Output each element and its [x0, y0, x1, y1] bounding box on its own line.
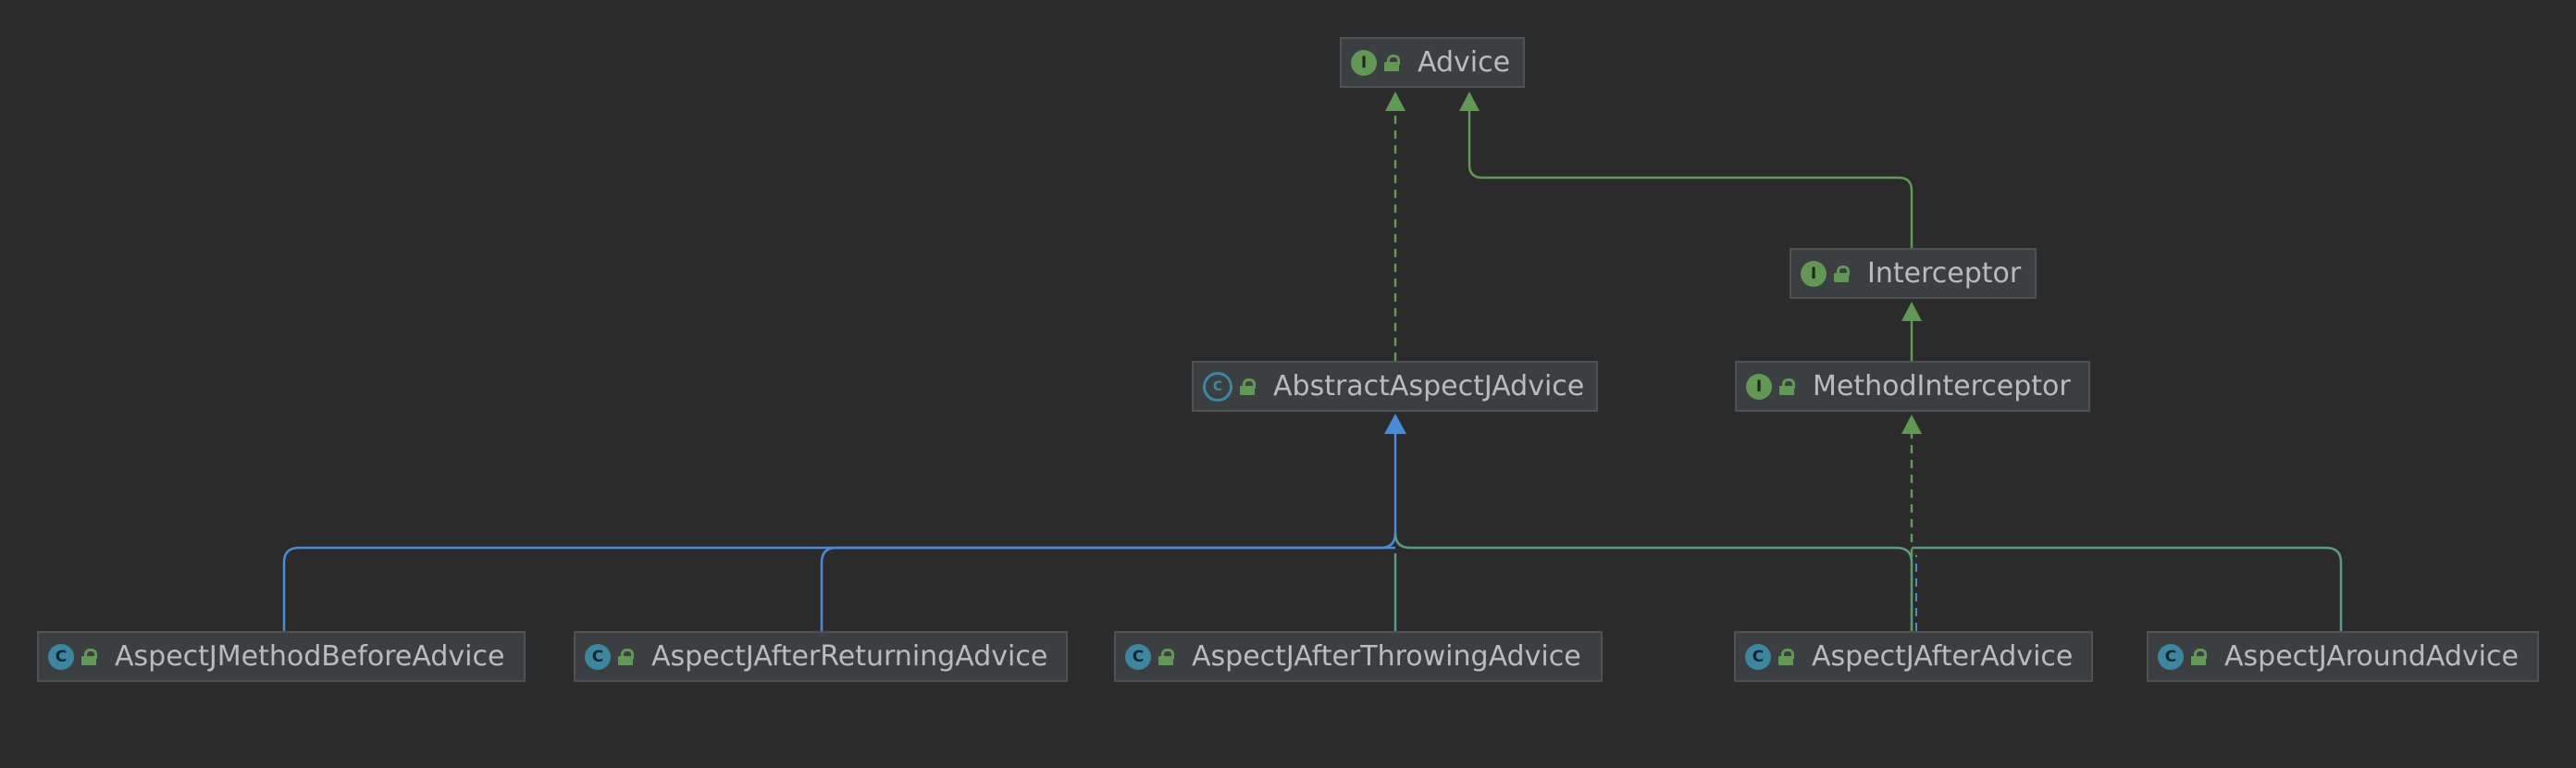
node-advice[interactable]: I Advice — [1340, 37, 1525, 88]
node-label: AspectJAfterReturningAdvice — [651, 640, 1048, 673]
node-interceptor[interactable]: I Interceptor — [1790, 248, 2037, 299]
node-abstract-aspectj-advice[interactable]: C AbstractAspectJAdvice — [1192, 361, 1598, 412]
node-aspectj-after-advice[interactable]: C AspectJAfterAdvice — [1734, 631, 2093, 682]
lock-icon — [1779, 378, 1795, 395]
edge-around-to-abstract — [1912, 546, 2343, 631]
node-label: MethodInterceptor — [1813, 370, 2071, 403]
node-label: Advice — [1418, 46, 1511, 79]
node-label: Interceptor — [1867, 257, 2022, 290]
edge-afterreturning-to-abstract — [820, 546, 1395, 631]
node-label: AspectJAfterAdvice — [1812, 640, 2074, 673]
class-icon: C — [2158, 643, 2184, 670]
lock-icon — [1240, 378, 1256, 395]
node-label: AspectJMethodBeforeAdvice — [115, 640, 505, 673]
arrowhead-abstract — [1384, 414, 1406, 434]
arrowhead-interceptor-to-advice — [1459, 92, 1480, 111]
abstract-class-icon: C — [1203, 371, 1232, 402]
node-label: AbstractAspectJAdvice — [1273, 370, 1585, 403]
edge-before-to-abstract — [282, 421, 1397, 631]
interface-icon: I — [1351, 49, 1377, 76]
lock-icon — [1778, 648, 1794, 665]
arrowhead-methodinterceptor-to-interceptor — [1901, 302, 1922, 321]
edge-interceptor-to-advice — [1468, 98, 1913, 250]
lock-icon — [2191, 648, 2207, 665]
arrowhead-methodinterceptor — [1901, 415, 1922, 434]
class-icon: C — [1745, 643, 1771, 670]
node-label: AspectJAroundAdvice — [2224, 640, 2519, 673]
lock-icon — [1834, 265, 1850, 282]
node-label: AspectJAfterThrowingAdvice — [1192, 640, 1581, 673]
class-icon: C — [585, 643, 611, 670]
interface-icon: I — [1801, 260, 1827, 287]
class-icon: C — [1125, 643, 1151, 670]
lock-icon — [81, 648, 97, 665]
node-aspectj-around-advice[interactable]: C AspectJAroundAdvice — [2147, 631, 2539, 682]
lock-icon — [618, 648, 634, 665]
class-icon: C — [48, 643, 74, 670]
interface-icon: I — [1746, 373, 1772, 400]
node-aspectj-after-returning-advice[interactable]: C AspectJAfterReturningAdvice — [574, 631, 1068, 682]
edge-after-to-abstract — [1393, 532, 1913, 631]
node-method-interceptor[interactable]: I MethodInterceptor — [1735, 361, 2090, 412]
node-aspectj-method-before-advice[interactable]: C AspectJMethodBeforeAdvice — [37, 631, 526, 682]
lock-icon — [1384, 54, 1400, 71]
arrowhead-abstract-to-advice — [1385, 92, 1406, 111]
node-aspectj-after-throwing-advice[interactable]: C AspectJAfterThrowingAdvice — [1114, 631, 1603, 682]
lock-icon — [1158, 648, 1174, 665]
